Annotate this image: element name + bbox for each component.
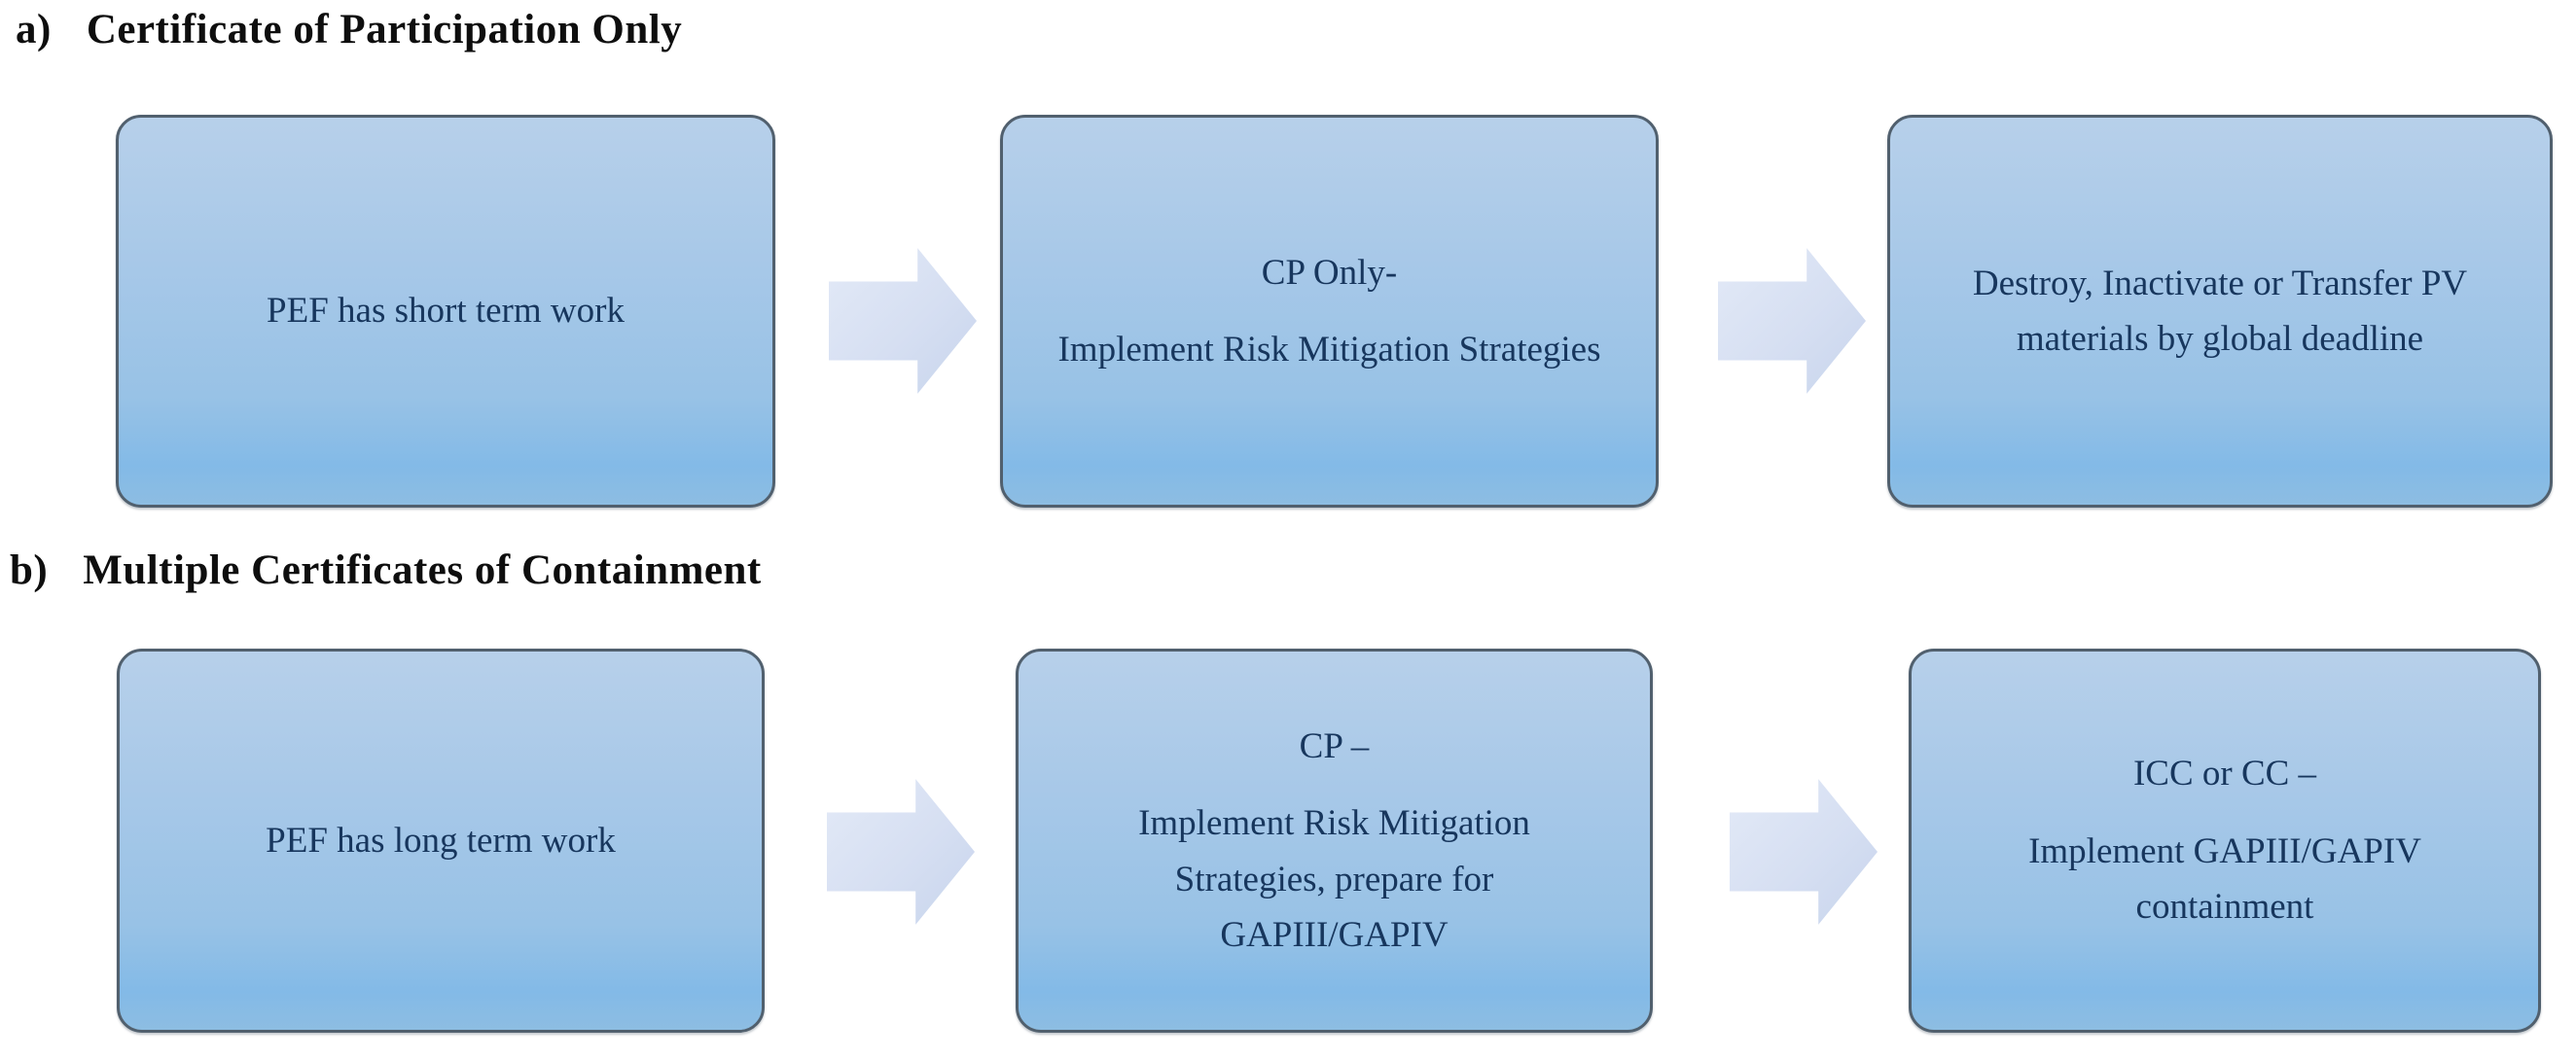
section-b-heading: b) Multiple Certificates of Containment: [10, 547, 762, 594]
flow-box-pef-short-term: PEF has short term work: [116, 115, 775, 508]
flow-box-text: PEF has long term work: [266, 820, 616, 861]
right-arrow-icon: [827, 779, 975, 925]
flow-box-cp-only: CP Only- Implement Risk Mitigation Strat…: [1000, 115, 1659, 508]
flow-box-icc-cc-containment: ICC or CC – Implement GAPIII/GAPIV conta…: [1909, 649, 2541, 1033]
flow-box-text: ICC or CC –: [2132, 754, 2317, 794]
section-a-heading: a) Certificate of Participation Only: [16, 6, 682, 53]
flow-box-text: Implement Risk Mitigation Strategies: [1057, 330, 1601, 370]
right-arrow-icon: [1718, 248, 1866, 394]
right-arrow-icon: [1730, 779, 1878, 925]
flow-box-destroy-inactivate-transfer: Destroy, Inactivate or Transfer PV mater…: [1887, 115, 2553, 508]
right-arrow-icon: [829, 248, 977, 394]
section-b-enumerator: b): [10, 547, 49, 593]
flow-box-text: CP Only-: [1261, 252, 1398, 293]
flow-box-pef-long-term: PEF has long term work: [117, 649, 765, 1033]
flow-box-cp-prepare-gap: CP – Implement Risk Mitigation Strategie…: [1016, 649, 1653, 1033]
section-a-enumerator: a): [16, 7, 52, 53]
section-b-title: Multiple Certificates of Containment: [83, 547, 762, 593]
flow-box-text: Destroy, Inactivate or Transfer PV mater…: [1972, 263, 2468, 359]
flow-box-text: PEF has short term work: [267, 291, 625, 332]
section-a-title: Certificate of Participation Only: [86, 7, 683, 53]
flow-box-text: CP –: [1299, 725, 1370, 766]
flow-box-text: Implement Risk Mitigation Strategies, pr…: [1138, 803, 1530, 955]
flow-box-text: Implement GAPIII/GAPIV containment: [2028, 830, 2421, 928]
